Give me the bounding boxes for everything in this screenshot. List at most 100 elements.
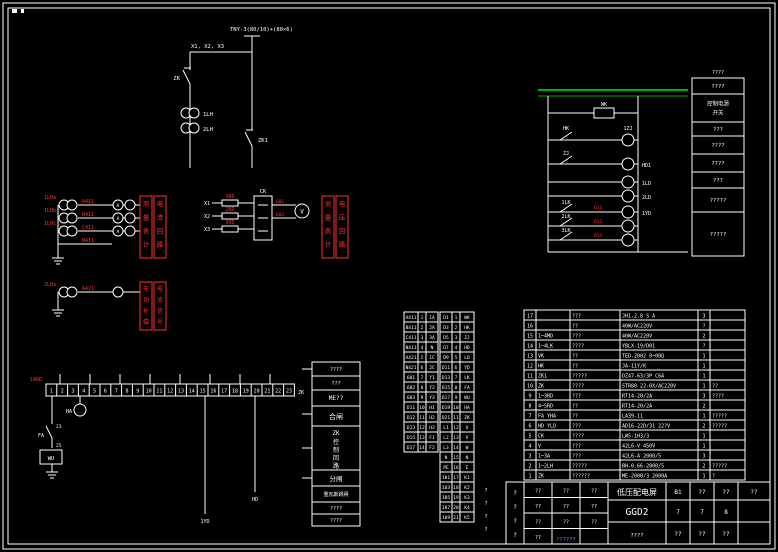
table-cell: 2 [455,325,458,331]
table-cell: ?? [572,414,578,420]
table-cell: FA YHA [538,414,556,420]
table-cell: D13 [442,375,450,381]
ammeter-letter: A [117,203,120,209]
control-circuit: WK HK 1ZJ ZJ HD1 1LD 2LD 1LK 2LK 3LK 1YD… [538,70,745,257]
table-cell: HK [464,325,470,331]
table-cell: 11 [527,374,533,380]
table-cell: 1 [421,315,424,321]
table-cell: 1~3A [538,454,550,460]
table-cell: 5 [93,389,96,395]
table-cell: ????? [712,424,727,430]
table-cell: L1 [443,425,449,431]
wire-b411: B411 [82,212,94,218]
table-cell: 42L6-A 2000/5 [622,454,661,460]
table-cell: 1 [702,354,705,360]
table-cell: LA39-11 [622,414,643,420]
table-cell: D7 [443,345,449,351]
table-cell: 4 [82,389,85,395]
table-cell: 2 [528,464,531,470]
table-cell: 601 [407,375,415,381]
table-cell: 4 [455,345,458,351]
table-cell: ?? [750,489,758,496]
table-cell: N [445,455,448,461]
table-cell: 2C [429,365,435,371]
hd1-lamp-label: HD1 [642,163,651,169]
table-cell: 9 [136,389,139,395]
table-cell: LW5-1H3/3 [622,434,649,440]
table-cell: D11 [442,365,450,371]
table-cell: 13 [453,435,459,441]
table-cell: JA-11Y/K [622,364,646,370]
fn-box-zk: ZK [332,430,340,437]
table-cell: 3 [71,389,74,395]
wire-n411: N411 [82,238,94,244]
table-cell: 1~3RD [538,394,553,400]
yd-wire-label: 1YD [200,519,209,525]
table-cell: YBLX-19/D01 [622,344,655,350]
table-cell: 6 [104,389,107,395]
current-loop-section: 1LHa 1LHb 1LHc A411 B411 C411 N411 A A A… [44,195,167,265]
table-cell: ??? [572,314,581,320]
table-cell: D21 [442,415,450,421]
table-cell: 603 [407,395,415,401]
x2-label: X2 [204,214,210,220]
table-cell: ?? [535,489,541,495]
table-cell: 12 [167,389,173,395]
table-cell: 1 [702,434,705,440]
table-cell: 15 [453,455,459,461]
table-cell: D3 [443,325,449,331]
table-cell: 18 [232,389,238,395]
table-cell: 3 [702,454,705,460]
table-cell: CK [538,434,544,440]
table-cell: 19 [243,389,249,395]
table-cell: HD [464,345,470,351]
table-cell: 开关 [712,109,724,117]
table-cell: N [431,345,434,351]
title-block: ???? ???? 低压配电屏 GGD2 ???? ?????? ???????… [484,481,771,545]
table-cell: 2A [429,325,435,331]
table-cell: 18 [453,485,459,491]
table-cell: ???? [572,434,584,440]
ck-switch-label: CK [260,189,267,195]
table-cell: 8 [528,404,531,410]
contact-25-label: 25 [56,443,62,449]
table-cell: 14 [453,445,459,451]
ld2-lamp-label: 2LD [642,195,651,201]
table-cell: 1~2LH [538,464,553,470]
wire-a421: A421 [82,286,94,292]
table-cell: 12 [527,364,533,370]
table-cell: ????? [572,464,587,470]
ct-a-label: 1LHa [44,195,56,201]
table-cell: K2 [464,485,470,491]
wire-d13: D13 [594,233,602,239]
table-cell: 2 [702,404,705,410]
table-cell: ? [702,324,705,330]
table-cell: 12 [453,425,459,431]
table-cell: 7 [115,389,118,395]
table-cell: 7 [421,375,424,381]
table-cell: 14 [419,445,425,451]
table-cell: 7 [676,509,680,516]
table-cell: 10 [146,389,152,395]
table-cell: D15 [407,435,415,441]
table-cell: 3 [421,335,424,341]
table-cell: STR80 22-0X/AC220V [622,384,676,390]
product-model: GGD2 [626,507,649,518]
table-cell: 3 [528,454,531,460]
x1-label: X1 [204,201,210,207]
function-box-meters2: 测量表计 [325,200,332,249]
wire-602: 602 [276,212,284,218]
table-cell: ZJ [464,335,470,341]
strip-name-label: 1ARD [30,377,42,383]
table-cell: ??? [572,394,581,400]
function-box-meters: 测量表计 [143,200,150,249]
table-cell: 1A [429,315,435,321]
table-cell: ?? [535,504,541,510]
table-cell: K4 [464,505,470,511]
